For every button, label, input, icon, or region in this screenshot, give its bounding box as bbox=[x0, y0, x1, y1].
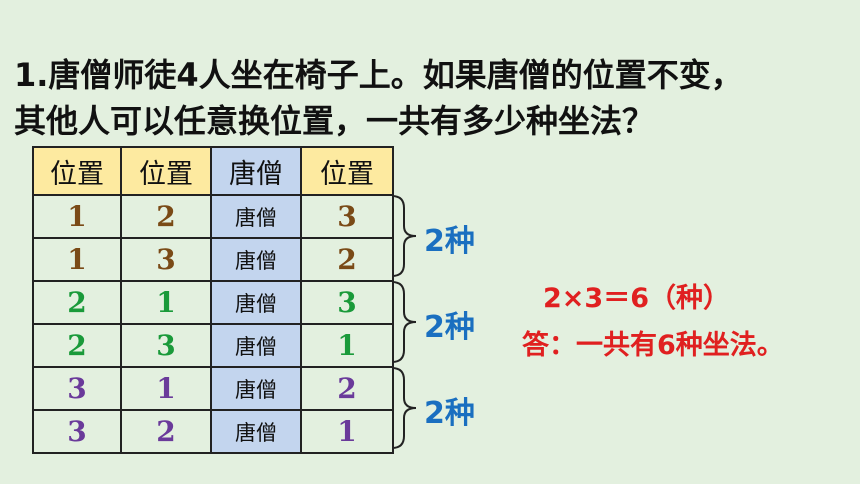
table-row: 3 1 唐僧 2 bbox=[32, 366, 394, 411]
cell-seat-d: 3 bbox=[300, 280, 394, 325]
brace-group-2 bbox=[391, 281, 417, 363]
question-line-1: 1.唐僧师徒4人坐在椅子上。如果唐僧的位置不变， bbox=[14, 56, 743, 94]
table-row: 1 3 唐僧 2 bbox=[32, 237, 394, 282]
table-row: 3 2 唐僧 1 bbox=[32, 409, 394, 454]
solution-equation: 2×3＝6（种） bbox=[543, 283, 730, 314]
header-position-4: 位置 bbox=[300, 146, 394, 196]
cell-monk: 唐僧 bbox=[210, 366, 302, 411]
cell-seat-a: 2 bbox=[32, 323, 122, 368]
group-braces bbox=[391, 195, 417, 449]
question-line-2: 其他人可以任意换位置，一共有多少种坐法？ bbox=[14, 102, 655, 140]
brace-group-1 bbox=[391, 195, 417, 277]
cell-seat-a: 1 bbox=[32, 194, 122, 239]
cell-seat-b: 1 bbox=[120, 280, 212, 325]
cell-seat-a: 3 bbox=[32, 409, 122, 454]
cell-seat-b: 3 bbox=[120, 323, 212, 368]
cell-seat-b: 2 bbox=[120, 409, 212, 454]
cell-seat-d: 2 bbox=[300, 366, 394, 411]
cell-seat-a: 3 bbox=[32, 366, 122, 411]
question-text: 1.唐僧师徒4人坐在椅子上。如果唐僧的位置不变， 其他人可以任意换位置，一共有多… bbox=[14, 52, 743, 144]
cell-monk: 唐僧 bbox=[210, 194, 302, 239]
cell-seat-b: 1 bbox=[120, 366, 212, 411]
cell-monk: 唐僧 bbox=[210, 323, 302, 368]
table-row: 2 3 唐僧 1 bbox=[32, 323, 394, 368]
header-monk: 唐僧 bbox=[210, 146, 302, 196]
cell-seat-b: 3 bbox=[120, 237, 212, 282]
group-label-1: 2种 bbox=[424, 224, 475, 259]
cell-seat-a: 1 bbox=[32, 237, 122, 282]
cell-seat-d: 3 bbox=[300, 194, 394, 239]
header-position-2: 位置 bbox=[120, 146, 212, 196]
seating-table: 位置 位置 唐僧 位置 1 2 唐僧 3 1 3 唐僧 2 2 1 唐僧 3 2… bbox=[32, 146, 394, 454]
group-label-2: 2种 bbox=[424, 310, 475, 345]
header-position-1: 位置 bbox=[32, 146, 122, 196]
cell-seat-d: 2 bbox=[300, 237, 394, 282]
table-row: 2 1 唐僧 3 bbox=[32, 280, 394, 325]
brace-group-3 bbox=[391, 367, 417, 449]
cell-monk: 唐僧 bbox=[210, 237, 302, 282]
table-header-row: 位置 位置 唐僧 位置 bbox=[32, 146, 394, 196]
solution-answer: 答：一共有6种坐法。 bbox=[522, 330, 784, 361]
cell-seat-b: 2 bbox=[120, 194, 212, 239]
cell-seat-d: 1 bbox=[300, 323, 394, 368]
cell-seat-a: 2 bbox=[32, 280, 122, 325]
group-label-3: 2种 bbox=[424, 396, 475, 431]
table-row: 1 2 唐僧 3 bbox=[32, 194, 394, 239]
cell-monk: 唐僧 bbox=[210, 280, 302, 325]
cell-monk: 唐僧 bbox=[210, 409, 302, 454]
cell-seat-d: 1 bbox=[300, 409, 394, 454]
